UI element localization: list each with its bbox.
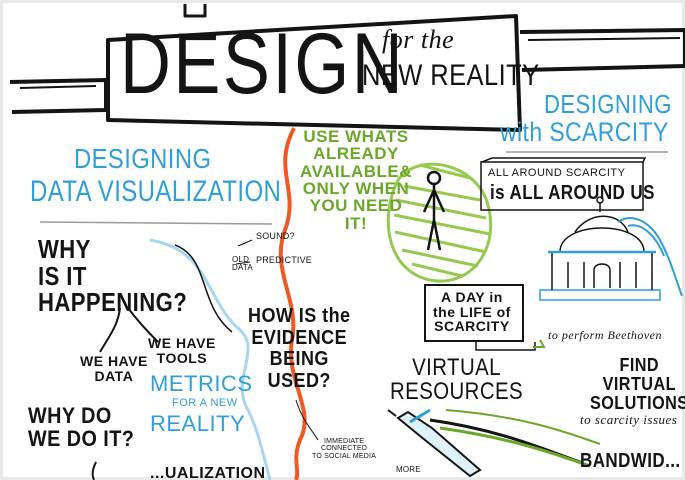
we-have-tools: WE HAVE TOOLS <box>148 335 216 367</box>
syringe-icon <box>387 408 482 478</box>
person-icon <box>422 170 446 251</box>
green-scribble <box>386 162 493 283</box>
virtual-resources: VIRTUAL RESOURCES <box>390 354 524 405</box>
title-sub-for-the: for the <box>382 25 455 54</box>
predictive-label: PREDICTIVE <box>256 255 313 265</box>
left-heading-underline <box>39 221 273 225</box>
right-heading-line1: DESIGNING <box>544 89 672 119</box>
immediate-label: IMMEDIATE CONNECTED TO SOCIAL MEDIA <box>312 438 377 460</box>
evidence-question: HOW IS the EVIDENCE BEING USED? <box>248 305 351 392</box>
day-in-life-box <box>424 284 524 342</box>
left-heading-line2: DATA VISUALIZATION <box>30 175 282 208</box>
to-scarcity-issues: to scarcity issues <box>580 412 678 427</box>
bottom-cut-text: ...UALIZATION <box>150 465 266 480</box>
building-icon <box>539 196 661 301</box>
sweep-lines <box>429 409 601 468</box>
beethoven-note: to perform Beethoven <box>548 328 662 342</box>
old-data-label: OLD DATA <box>232 255 253 273</box>
title-main: DESIGN <box>120 16 406 112</box>
bottom-more: MORE <box>396 465 421 474</box>
why-do-it: WHY DO WE DO IT? <box>28 403 135 452</box>
metrics-line1: METRICS <box>150 371 253 396</box>
left-heading-line1: DESIGNING <box>74 143 212 174</box>
scroll-icon <box>617 217 683 297</box>
sound-label: SOUND? <box>256 231 295 241</box>
branch-lines <box>99 307 159 353</box>
all-around-line2: is ALL AROUND US <box>490 182 655 204</box>
we-have-data: WE HAVE DATA <box>80 353 148 385</box>
metrics-line2: FOR A NEW <box>172 397 238 409</box>
use-whats-available: USE WHATS ALREADY AVAILABLE& ONLY WHEN Y… <box>300 127 413 233</box>
day-in-life-text: A DAY in the LIFE of SCARCITY <box>433 289 511 335</box>
orange-divider-line <box>278 127 307 480</box>
right-heading-line2: with SCARCITY <box>500 117 669 147</box>
title-banner <box>9 4 685 132</box>
bandwidth-text: BANDWID... <box>580 450 681 472</box>
title-sub-new-reality: NEW REALITY <box>362 59 540 92</box>
why-happening: WHY IS IT HAPPENING? <box>38 234 188 318</box>
scarcity-box <box>480 161 644 211</box>
metrics-line3: REALITY <box>150 411 246 436</box>
all-around-line1: ALL AROUND SCARCITY <box>488 167 626 179</box>
find-virtual-solutions: FIND VIRTUAL SOLUTIONS <box>590 355 685 413</box>
